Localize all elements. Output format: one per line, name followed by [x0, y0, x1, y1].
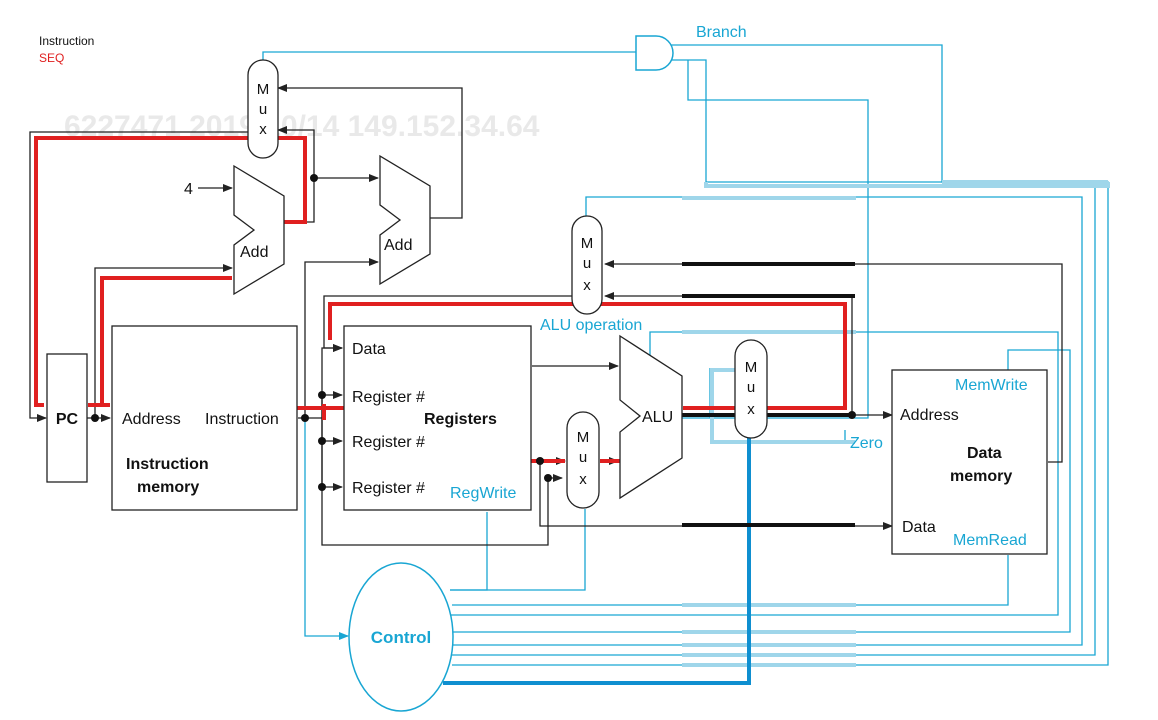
alusrc-mux-m: M: [577, 429, 590, 446]
legend-seq: SEQ: [39, 51, 64, 65]
control-dark-wire: [443, 438, 751, 685]
alu: ALU: [619, 334, 683, 500]
branch-adder-label: Add: [384, 237, 412, 254]
memread-label: MemRead: [953, 532, 1027, 549]
instruction-memory: Address Instruction Instruction memory: [111, 325, 298, 511]
legend-instruction: Instruction: [39, 34, 94, 48]
and-gate-icon: [635, 35, 674, 71]
junction-dots: [91, 174, 856, 491]
alusrc-mux-x: x: [579, 471, 587, 488]
pc-register: PC: [46, 353, 88, 483]
pc-adder: Add: [233, 164, 285, 296]
im-address-label: Address: [122, 411, 181, 428]
reg-number-3: Register #: [352, 480, 425, 497]
alu-src-mux: M u x: [566, 411, 600, 509]
zero-label: Zero: [850, 435, 883, 452]
writeback-mux: M u x: [571, 215, 603, 315]
im-instruction-label: Instruction: [205, 411, 279, 428]
pc-mux-x: x: [259, 121, 267, 138]
wb-mux-x: x: [583, 277, 591, 294]
pc-mux-u: u: [259, 101, 267, 118]
pc-label: PC: [56, 411, 79, 428]
dm-title-line2: memory: [950, 468, 1012, 485]
control-unit: Control: [348, 562, 454, 712]
dm-title-line1: Data: [967, 445, 1002, 462]
im-title-line1: Instruction: [126, 456, 209, 473]
memwrite-label: MemWrite: [955, 377, 1028, 394]
constant-four: 4: [184, 181, 193, 198]
alusrc-mux-u: u: [579, 449, 587, 466]
pc-mux-m: M: [257, 81, 270, 98]
mem-mux-m: M: [745, 359, 758, 376]
im-title-line2: memory: [137, 479, 199, 496]
alu-label: ALU: [642, 409, 673, 426]
dm-data-label: Data: [902, 519, 936, 536]
seq-path: [34, 136, 847, 463]
reg-number-1: Register #: [352, 389, 425, 406]
pc-adder-label: Add: [240, 244, 268, 261]
registers-title: Registers: [424, 411, 497, 428]
mem-addr-mux: M u x: [734, 339, 768, 439]
control-label: Control: [371, 628, 431, 647]
mem-mux-x: x: [747, 401, 755, 418]
wb-mux-u: u: [583, 255, 591, 272]
regwrite-label: RegWrite: [450, 485, 516, 502]
pc-mux: M u x: [247, 59, 279, 159]
branch-label: Branch: [696, 24, 747, 41]
wb-mux-m: M: [581, 235, 594, 252]
branch-adder: Add: [379, 154, 431, 286]
dm-address-label: Address: [900, 407, 959, 424]
register-file: Data Register # Register # Register # Re…: [343, 325, 532, 511]
data-memory: MemWrite Address Data memory Data MemRea…: [891, 369, 1048, 555]
reg-number-2: Register #: [352, 434, 425, 451]
alu-operation-label: ALU operation: [540, 317, 642, 334]
data-highlights: [682, 262, 855, 527]
reg-data-label: Data: [352, 341, 386, 358]
mem-mux-u: u: [747, 379, 755, 396]
